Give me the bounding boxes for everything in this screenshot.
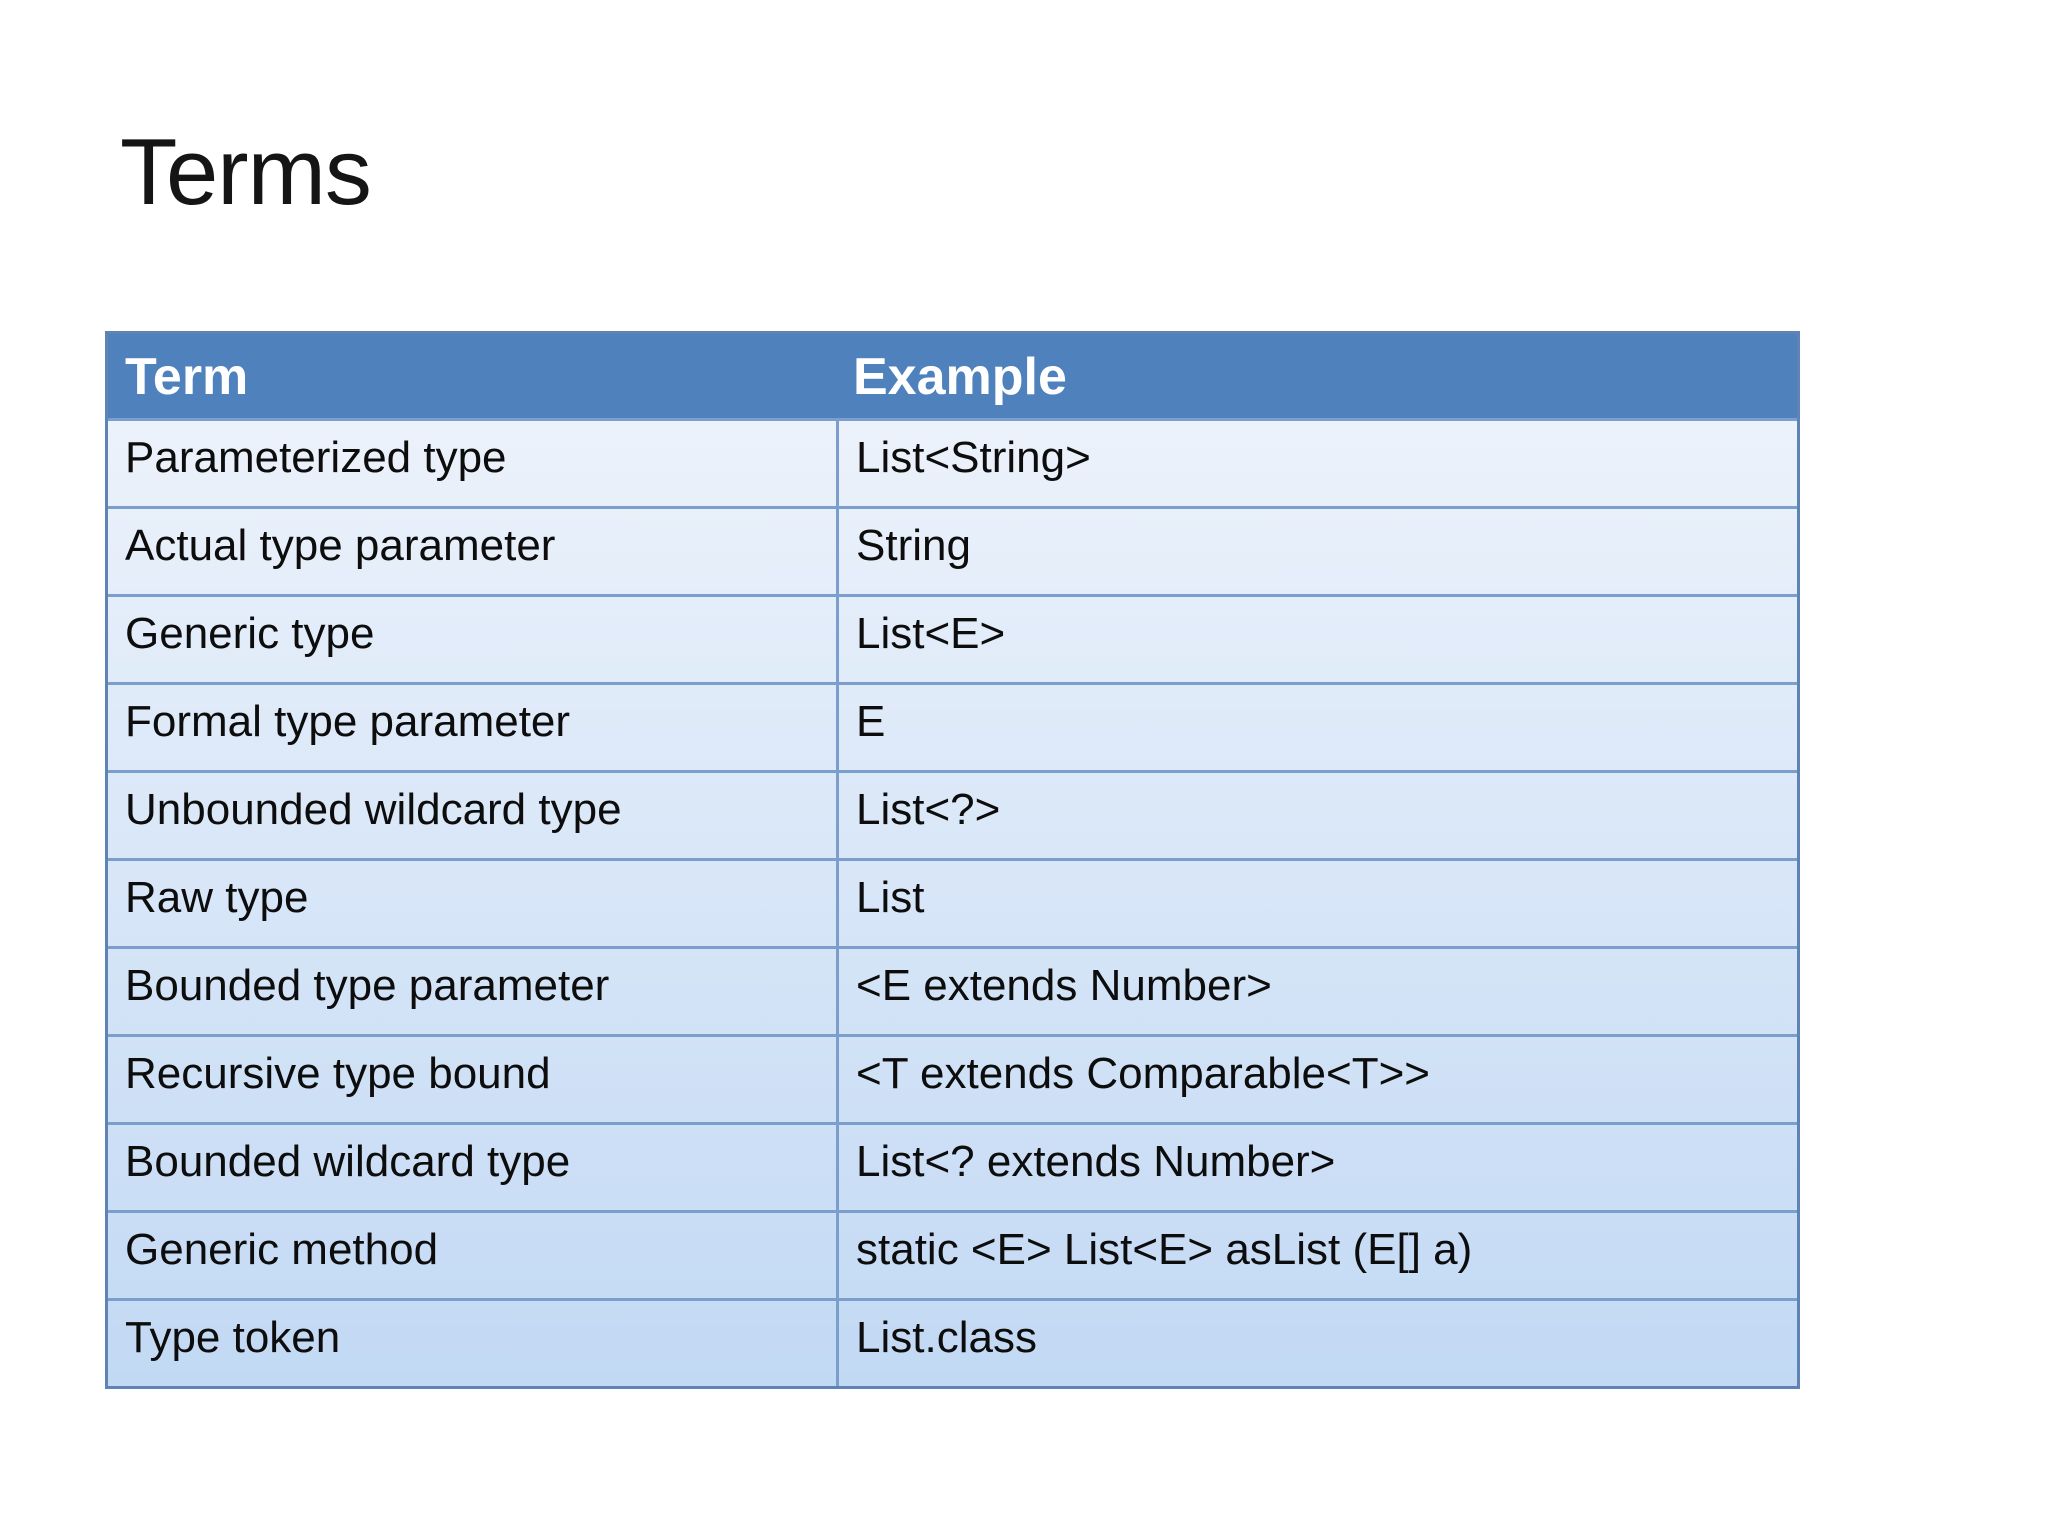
example-cell: static <E> List<E> asList (E[] a) bbox=[836, 1213, 1797, 1298]
term-cell: Parameterized type bbox=[125, 433, 507, 482]
example-cell: String bbox=[836, 509, 1797, 594]
term-cell: Actual type parameter bbox=[125, 521, 556, 570]
table-row: Generic method static <E> List<E> asList… bbox=[108, 1210, 1797, 1298]
table-row: Raw type List bbox=[108, 858, 1797, 946]
term-cell: Bounded type parameter bbox=[125, 961, 610, 1010]
example-cell: List.class bbox=[836, 1301, 1797, 1386]
table-header-row: Term Example bbox=[108, 334, 1797, 418]
table-row: Bounded wildcard type List<? extends Num… bbox=[108, 1122, 1797, 1210]
terms-table: Term Example Parameterized type List<Str… bbox=[105, 331, 1800, 1389]
example-cell: List<E> bbox=[836, 597, 1797, 682]
term-cell: Bounded wildcard type bbox=[125, 1137, 571, 1186]
term-cell: Generic type bbox=[125, 609, 375, 658]
column-header-example: Example bbox=[853, 348, 1067, 406]
table-row: Actual type parameter String bbox=[108, 506, 1797, 594]
table-row: Formal type parameter E bbox=[108, 682, 1797, 770]
example-cell: <E extends Number> bbox=[836, 949, 1797, 1034]
example-cell: List<? extends Number> bbox=[836, 1125, 1797, 1210]
slide-title: Terms bbox=[120, 119, 372, 224]
column-header-term: Term bbox=[125, 348, 249, 406]
term-cell: Unbounded wildcard type bbox=[125, 785, 622, 834]
table-body: Parameterized type List<String> Actual t… bbox=[108, 418, 1797, 1386]
term-cell: Type token bbox=[125, 1313, 341, 1362]
term-cell: Raw type bbox=[125, 873, 309, 922]
term-cell: Formal type parameter bbox=[125, 697, 571, 746]
example-cell: E bbox=[836, 685, 1797, 770]
example-cell: List<String> bbox=[836, 421, 1797, 506]
example-cell: <T extends Comparable<T>> bbox=[836, 1037, 1797, 1122]
term-cell: Generic method bbox=[125, 1225, 439, 1274]
table-row: Type token List.class bbox=[108, 1298, 1797, 1386]
table-row: Unbounded wildcard type List<?> bbox=[108, 770, 1797, 858]
table-row: Parameterized type List<String> bbox=[108, 418, 1797, 506]
term-cell: Recursive type bound bbox=[125, 1049, 551, 1098]
example-cell: List<?> bbox=[836, 773, 1797, 858]
table-row: Generic type List<E> bbox=[108, 594, 1797, 682]
table-row: Recursive type bound <T extends Comparab… bbox=[108, 1034, 1797, 1122]
example-cell: List bbox=[836, 861, 1797, 946]
table-row: Bounded type parameter <E extends Number… bbox=[108, 946, 1797, 1034]
